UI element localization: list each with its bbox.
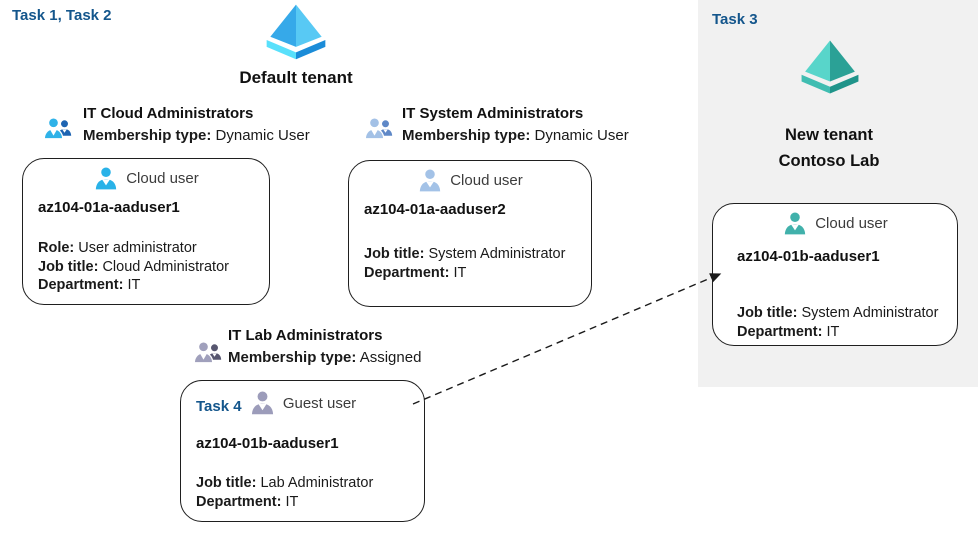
field-label: Role: [38, 240, 75, 256]
group-name: IT Cloud Administrators [83, 105, 254, 122]
membership-value: Dynamic User [534, 127, 629, 144]
membership-value: Assigned [359, 349, 422, 366]
user-name: az104-01b-aaduser1 [737, 248, 880, 265]
group-block-lab-admins: IT Lab Administrators Membership type: A… [228, 327, 421, 366]
field-value: User administrator [78, 240, 197, 256]
field-value: IT [826, 323, 840, 340]
user-type-label: Cloud user [450, 172, 523, 189]
field-label: Job title: [196, 475, 257, 491]
user-card-aaduser1: Cloud user az104-01a-aaduser1 Role: User… [22, 158, 270, 305]
task-4-label: Task 4 [196, 398, 242, 415]
membership-line: Membership type: Dynamic User [402, 127, 629, 144]
membership-value: Dynamic User [215, 127, 310, 144]
user-name: az104-01b-aaduser1 [196, 435, 339, 452]
field-department: Department: IT [737, 323, 938, 342]
task-1-2-label: Task 1, Task 2 [12, 7, 112, 24]
field-job-title: Job title: Cloud Administrator [38, 258, 229, 277]
field-department: Department: IT [38, 276, 229, 295]
field-value: IT [127, 277, 141, 293]
field-label: Department: [364, 264, 450, 281]
new-tenant-title: New tenant Contoso Lab [698, 122, 960, 174]
user-fields: Job title: System Administrator Departme… [737, 304, 938, 341]
field-value: IT [285, 493, 299, 510]
cloud-user-icon [782, 210, 808, 237]
user-name: az104-01a-aaduser2 [364, 201, 506, 218]
user-fields: Role: User administrator Job title: Clou… [38, 239, 229, 295]
group-name: IT System Administrators [402, 105, 584, 122]
group-icon-lab-admins [193, 339, 223, 367]
group-block-system-admins: IT System Administrators Membership type… [402, 105, 629, 144]
default-tenant-title: Default tenant [239, 68, 353, 87]
azure-ad-tenant-icon-teal [798, 40, 862, 98]
field-label: Department: [38, 277, 124, 293]
membership-line: Membership type: Assigned [228, 349, 421, 366]
field-label: Job title: [38, 258, 99, 275]
user-fields: Job title: System Administrator Departme… [364, 245, 565, 282]
field-value: System Administrator [428, 246, 566, 262]
membership-label: Membership type: [83, 127, 212, 144]
field-label: Job title: [737, 305, 798, 321]
field-role: Role: User administrator [38, 239, 229, 258]
cloud-user-icon [93, 165, 119, 192]
field-job-title: Job title: Lab Administrator [196, 474, 373, 493]
group-icon-system-admins [364, 115, 394, 143]
card-header: Cloud user [23, 165, 269, 192]
field-label: Job title: [364, 246, 425, 262]
membership-line: Membership type: Dynamic User [83, 127, 310, 144]
field-value: System Administrator [801, 305, 939, 321]
user-name: az104-01a-aaduser1 [38, 199, 180, 216]
guest-user-icon [249, 389, 276, 417]
field-department: Department: IT [196, 493, 373, 512]
task-3-label: Task 3 [712, 11, 758, 28]
cloud-user-icon [417, 167, 443, 194]
group-block-cloud-admins: IT Cloud Administrators Membership type:… [83, 105, 310, 144]
new-tenant-line2: Contoso Lab [778, 152, 880, 170]
field-job-title: Job title: System Administrator [737, 304, 938, 323]
user-card-aaduser2: Cloud user az104-01a-aaduser2 Job title:… [348, 160, 592, 307]
new-tenant-user-card: Cloud user az104-01b-aaduser1 Job title:… [712, 203, 958, 346]
user-type-label: Cloud user [815, 215, 888, 232]
field-value: IT [453, 264, 467, 281]
group-icon-cloud-admins [43, 115, 73, 143]
membership-label: Membership type: [402, 127, 531, 144]
field-label: Department: [737, 323, 823, 340]
card-header: Cloud user [713, 210, 957, 237]
membership-label: Membership type: [228, 349, 357, 366]
user-type-label: Cloud user [126, 170, 199, 187]
card-header: Guest user [181, 389, 424, 417]
field-label: Department: [196, 493, 282, 510]
card-header: Cloud user [349, 167, 591, 194]
new-tenant-line1: New tenant [784, 126, 873, 144]
field-value: Cloud Administrator [102, 258, 229, 275]
field-value: Lab Administrator [260, 475, 374, 491]
field-job-title: Job title: System Administrator [364, 245, 565, 264]
guest-user-card: Task 4 Guest user az104-01b-aaduser1 Job… [180, 380, 425, 522]
user-type-label: Guest user [282, 394, 357, 412]
group-name: IT Lab Administrators [228, 327, 383, 344]
user-fields: Job title: Lab Administrator Department:… [196, 474, 373, 511]
field-department: Department: IT [364, 264, 565, 283]
azure-ad-tenant-icon-blue [263, 4, 329, 64]
